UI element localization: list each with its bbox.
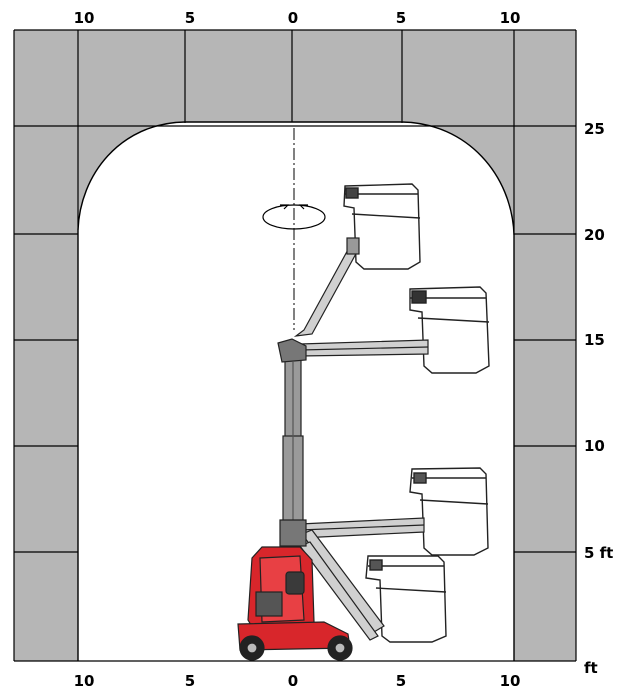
right-tick: 20 (584, 226, 605, 244)
top-axis-ticks: 10 5 0 5 10 (74, 9, 521, 27)
grid (13, 29, 577, 662)
top-tick: 0 (288, 9, 298, 27)
working-envelope-outline (77, 121, 515, 661)
bottom-tick: 10 (500, 672, 521, 690)
top-tick: 10 (500, 9, 521, 27)
right-tick: 25 (584, 120, 605, 138)
bottom-axis-ticks: 10 5 0 5 10 (74, 672, 521, 690)
bottom-unit-label: ft (584, 659, 598, 677)
basket-low-high (409, 467, 489, 556)
basket-top (343, 183, 421, 270)
mast-icon (277, 338, 307, 547)
bottom-tick: 0 (288, 672, 298, 690)
right-tick: 10 (584, 437, 605, 455)
right-tick: 5 ft (584, 544, 613, 562)
top-tick: 5 (396, 9, 406, 27)
top-tick: 10 (74, 9, 95, 27)
lift-base-icon (237, 546, 353, 661)
top-tick: 5 (185, 9, 195, 27)
right-tick: 15 (584, 331, 605, 349)
bottom-tick: 10 (74, 672, 95, 690)
right-axis-ticks: 25 20 15 10 5 ft ft (584, 120, 613, 677)
bottom-tick: 5 (396, 672, 406, 690)
bottom-tick: 5 (185, 672, 195, 690)
basket-mid (409, 286, 490, 374)
platform-basket-icon (343, 183, 490, 643)
working-envelope-background (14, 30, 576, 661)
rotation-arrow-icon (262, 204, 326, 230)
basket-low (365, 555, 447, 643)
